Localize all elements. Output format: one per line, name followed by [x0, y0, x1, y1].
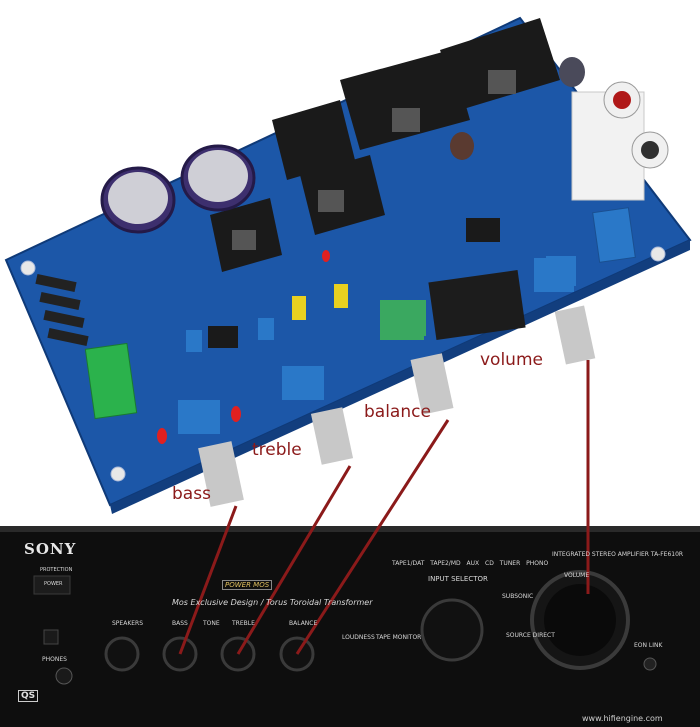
- ic-chip: [466, 218, 500, 242]
- amp-input-names: TAPE1/DAT TAPE2/MD AUX CD TUNER PHONO: [392, 560, 549, 567]
- amp-tagline: Mos Exclusive Design / Torus Toroidal Tr…: [172, 598, 373, 607]
- amplifier-trim: [0, 526, 700, 532]
- amp-protection-label: PROTECTION: [40, 567, 73, 573]
- amp-input-selector-label: INPUT SELECTOR: [428, 575, 488, 583]
- mount-hole: [110, 466, 126, 482]
- bass-label: bass: [172, 484, 211, 504]
- amp-source-direct-label: SOURCE DIRECT: [506, 632, 555, 639]
- amp-power-label: POWER: [44, 581, 63, 587]
- power-button-bezel: [33, 575, 71, 595]
- relay: [428, 270, 526, 340]
- phones-jack: [55, 667, 73, 685]
- watermark: www.hifiengine.com: [582, 714, 663, 723]
- heatsinks: [210, 18, 560, 272]
- input-terminal-block: [592, 207, 636, 263]
- balance-label: balance: [364, 402, 431, 422]
- amp-brand-logo: SONY: [24, 540, 77, 558]
- amp-bass-label: BASS: [172, 620, 188, 627]
- leds: [157, 250, 330, 444]
- amp-tone-label: TONE: [203, 620, 220, 627]
- annotation-lines: [178, 360, 590, 655]
- amp-knobs: [104, 570, 657, 672]
- pcb-edge: [110, 240, 690, 514]
- volume-label: volume: [480, 350, 543, 370]
- amp-loudness-label: LOUDNESS: [342, 634, 375, 641]
- diodes: [35, 273, 89, 347]
- amp-subsonic-label: SUBSONIC: [502, 593, 534, 600]
- amp-tape-monitor-label: TAPE MONITOR: [376, 634, 422, 641]
- ic-chip: [208, 326, 238, 348]
- amp-speakers-label: SPEAKERS: [112, 620, 144, 627]
- amp-balance-label: BALANCE: [289, 620, 318, 627]
- treble-label: treble: [252, 440, 302, 460]
- rca-jacks: [571, 81, 669, 201]
- amp-model-text: INTEGRATED STEREO AMPLIFIER TA-FE610R: [552, 551, 684, 558]
- amp-power-mos-badge: POWER MOS: [222, 580, 273, 590]
- amp-volume-label: VOLUME: [564, 572, 590, 579]
- phones-jack-bezel: [43, 629, 59, 645]
- mount-hole: [650, 246, 666, 262]
- amp-qs-logo: QS: [18, 690, 39, 702]
- capacitors: [100, 57, 585, 234]
- power-terminal-block: [84, 342, 138, 420]
- board-potentiometers: [178, 258, 596, 507]
- mount-hole: [20, 260, 36, 276]
- amp-phones-label: PHONES: [42, 656, 67, 663]
- amp-treble-label: TREBLE: [232, 620, 255, 627]
- amp-eon-link-label: EON LINK: [634, 642, 663, 649]
